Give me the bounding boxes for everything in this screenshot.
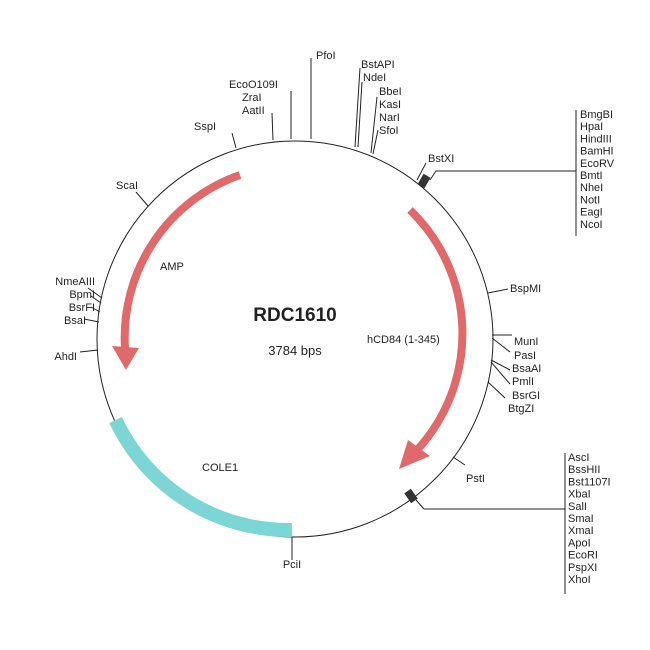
site-label-noti: NotI: [580, 194, 600, 206]
amp-label: AMP: [160, 261, 184, 273]
site-label-bst1107i: Bst1107I: [568, 476, 611, 488]
site-label-bamhi: BamHI: [580, 146, 614, 158]
site-label-xmai: XmaI: [568, 525, 594, 537]
site-label-bstapi: BstAPI: [361, 59, 395, 71]
site-label-ahdi: AhdI: [54, 351, 77, 363]
site-label-pfoi: PfoI: [316, 50, 336, 62]
site-label-psti: PstI: [466, 473, 485, 485]
site-label-bmgbi: BmgBI: [580, 109, 613, 121]
site-label-ndei: NdeI: [363, 72, 386, 84]
site-label-asci: AscI: [568, 452, 589, 464]
site-label-bsrfi: BsrFI: [69, 302, 95, 314]
site-label-bspmi: BspMI: [510, 283, 541, 295]
site-label-zrai: ZraI: [242, 92, 262, 104]
site-label-bsrgi: BsrGI: [512, 390, 540, 402]
site-label-pmli: PmlI: [512, 376, 534, 388]
site-label-bmti: BmtI: [580, 170, 603, 182]
site-label-ncoi: NcoI: [580, 219, 603, 231]
site-label-sali: SalI: [568, 501, 587, 513]
site-label-scai: ScaI: [116, 180, 138, 192]
cole1-label: COLE1: [202, 462, 238, 474]
site-label-pspxi: PspXI: [568, 562, 597, 574]
site-label-pcii: PciI: [283, 559, 301, 571]
site-label-bpmi: BpmI: [69, 289, 95, 301]
site-label-xbai: XbaI: [568, 489, 591, 501]
site-label-smai: SmaI: [568, 513, 594, 525]
cole1-feature: [109, 417, 293, 538]
site-label-hindiii: HindIII: [580, 133, 612, 145]
site-label-ecori: EcoRI: [568, 550, 598, 562]
site-label-kasi: KasI: [379, 99, 401, 111]
site-label-eagi: EagI: [580, 207, 603, 219]
site-label-nari: NarI: [379, 112, 400, 124]
site-label-sfoi: SfoI: [379, 125, 399, 137]
site-label-sspi: SspI: [194, 121, 216, 133]
site-label-bstxi: BstXI: [428, 153, 454, 165]
hcd84-feature: [399, 207, 467, 469]
site-label-xhoi: XhoI: [568, 574, 591, 586]
site-label-hpai: HpaI: [580, 121, 603, 133]
site-label-btgzi: BtgZI: [508, 403, 534, 415]
site-label-aatii: AatII: [242, 105, 265, 117]
site-label-ecorv: EcoRV: [580, 158, 615, 170]
plasmid-size: 3784 bps: [268, 343, 322, 358]
site-label-bbei: BbeI: [379, 86, 402, 98]
site-label-nhei: NheI: [580, 182, 603, 194]
site-label-muni: MunI: [514, 336, 538, 348]
site-label-nmeaiii: NmeAIII: [55, 276, 95, 288]
site-label-ecoo109i: EcoO109I: [229, 79, 278, 91]
amp-feature: [112, 171, 242, 370]
site-label-pasi: PasI: [514, 350, 536, 362]
hcd84-label: hCD84 (1-345): [367, 334, 440, 346]
site-label-bsshii: BssHII: [568, 464, 600, 476]
site-label-bsaai: BsaAI: [512, 363, 541, 375]
site-ticks: [79, 58, 577, 594]
site-label-apoi: ApoI: [568, 537, 591, 549]
plasmid-name: RDC1610: [253, 305, 336, 326]
site-label-bsai: BsaI: [64, 315, 86, 327]
